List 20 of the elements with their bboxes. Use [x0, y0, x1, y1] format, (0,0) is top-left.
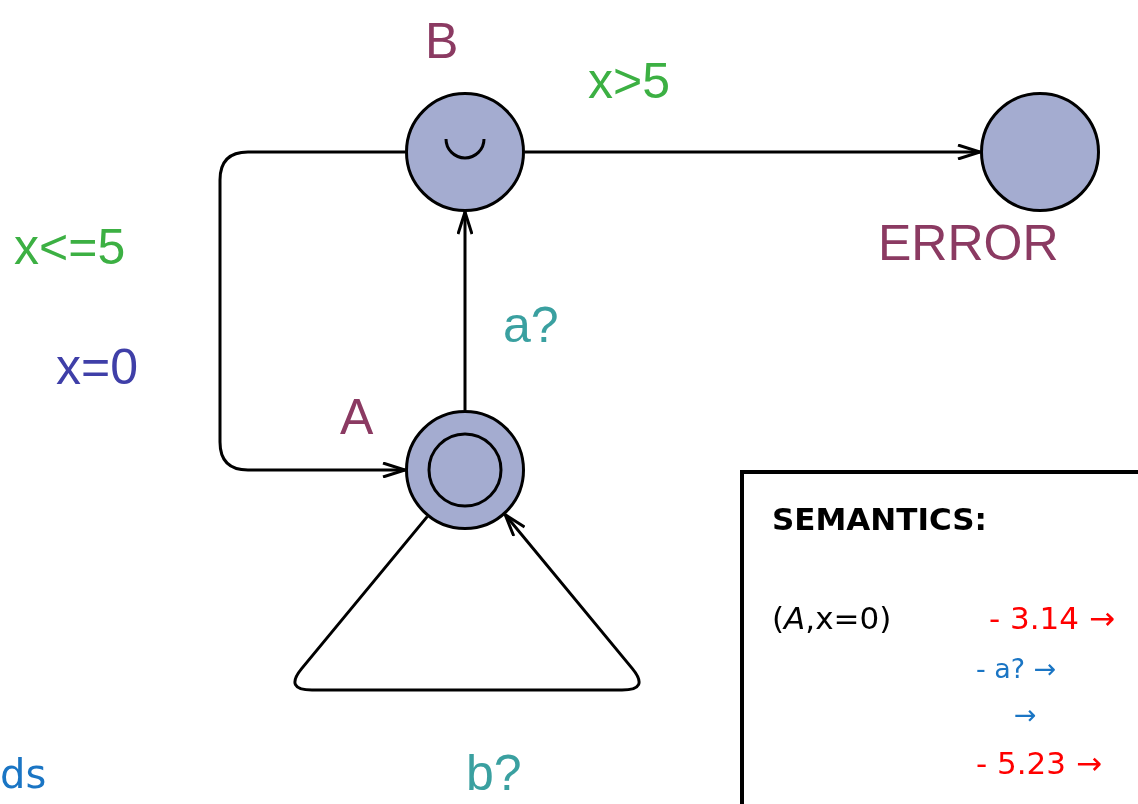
transition-text: - a? →: [976, 654, 1057, 684]
transition-text: →: [1014, 700, 1037, 730]
transition-arrow: [525, 143, 982, 161]
edge-label: b?: [466, 748, 522, 798]
edge-label: x>5: [588, 56, 670, 106]
transition-arrow: [218, 150, 407, 479]
panel-heading: SEMANTICS:: [772, 502, 988, 537]
state-name: A: [340, 392, 374, 442]
heading-fragment: ds: [0, 754, 47, 794]
state-name: ERROR: [878, 218, 1059, 268]
transition-text: - 5.23 →: [976, 746, 1102, 781]
update-label: x=0: [56, 342, 138, 392]
state-name: B: [425, 16, 459, 66]
state-text: (A,x=0): [772, 601, 892, 636]
transition-arrow: [456, 210, 474, 410]
edge-label: x<=5: [14, 222, 126, 272]
semantics-panel: [740, 470, 1138, 804]
transition-arrow: [293, 513, 641, 692]
transition-text: - 3.14 →: [989, 601, 1115, 636]
edge-label: a?: [503, 300, 559, 350]
